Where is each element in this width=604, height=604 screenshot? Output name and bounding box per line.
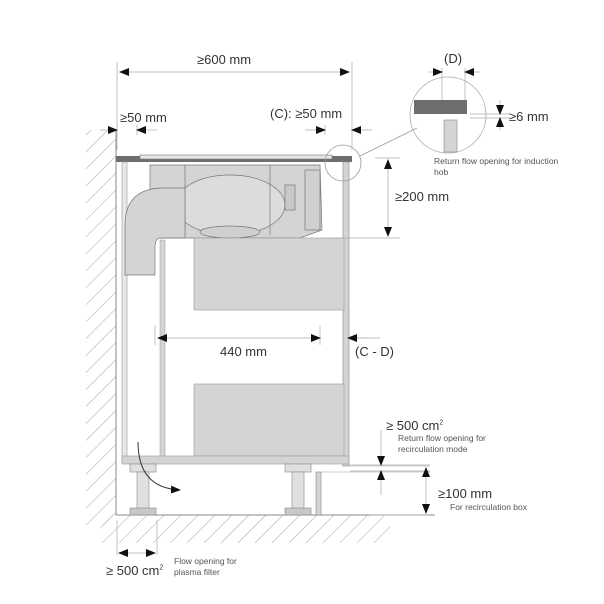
plasma-area-label: ≥ 500 cm2 [106, 564, 163, 577]
cabinet-bottom [121, 455, 350, 465]
detail-circle [324, 144, 362, 182]
rear-gap-label: (C): ≥50 mm [270, 106, 343, 121]
cabinet-feet [129, 463, 312, 516]
left-panel [121, 161, 128, 463]
plinth-note: For recirculation box [450, 502, 528, 512]
plasma-area-value: ≥ 500 cm [106, 563, 160, 578]
c-minus-d-label: (C - D) [355, 344, 394, 359]
detail-magnified-circle [409, 76, 487, 154]
width-total-label: ≥600 mm [197, 52, 252, 67]
recirc-note: Return flow opening for recirculation mo… [398, 433, 486, 454]
airflow-arrow-icon [137, 441, 181, 494]
plasma-note: Flow opening for plasma filter [174, 556, 237, 577]
plinth-height-label: ≥100 mm [438, 486, 493, 501]
recirc-area-value: ≥ 500 cm [386, 418, 440, 433]
recirc-area-label: ≥ 500 cm2 [386, 419, 443, 432]
hob-glass [139, 154, 333, 160]
lower-drawer [193, 383, 345, 457]
plasma-area-sup: 2 [159, 564, 164, 572]
air-duct [124, 187, 186, 276]
wall-gap-label: ≥50 mm [120, 110, 167, 125]
inner-panel [159, 239, 166, 463]
upper-drawer [193, 237, 345, 311]
right-panel [342, 161, 350, 467]
wall-hatch [86, 130, 117, 525]
recirc-area-sup: 2 [439, 419, 444, 427]
depth-440-label: 440 mm [220, 344, 267, 359]
plinth [315, 471, 322, 516]
detail-d-label: (D) [444, 51, 463, 66]
height-below-hob-label: ≥200 mm [395, 189, 450, 204]
floor-hatch [100, 514, 435, 543]
detail-note: Return flow opening for induction hob [434, 156, 559, 177]
detail-gap-label: ≥6 mm [509, 109, 549, 124]
